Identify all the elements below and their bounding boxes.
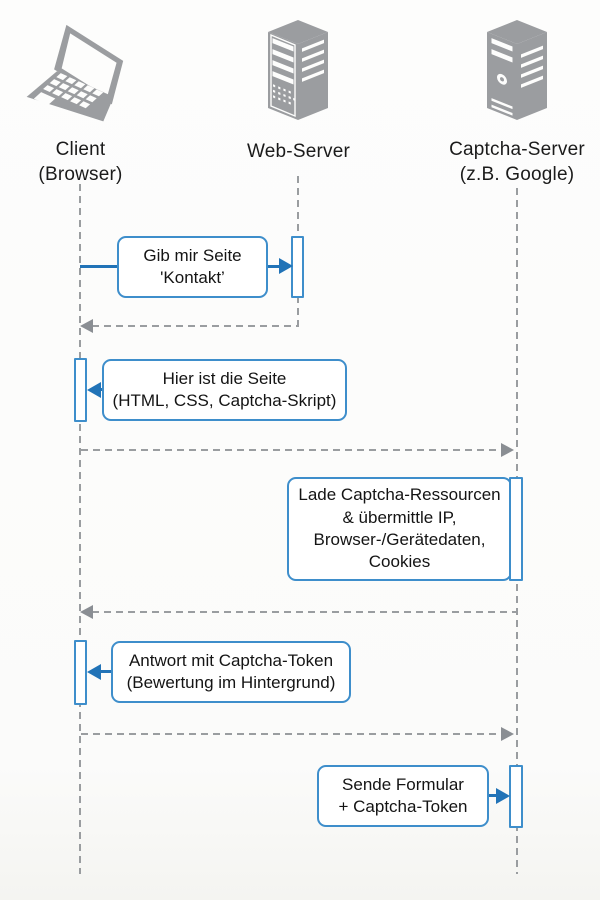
message1-line-right [267,265,280,268]
message2-box: Hier ist die Seite (HTML, CSS, Captcha-S… [102,359,347,421]
message4-box: Antwort mit Captcha-Token (Bewertung im … [111,641,351,703]
activation-client-2 [74,640,87,705]
return2-dashed-line [92,611,517,613]
tower-server-icon [487,20,547,120]
message1-arrowhead-icon [279,258,293,274]
activation-captcha-2 [509,765,523,828]
actor-label-captcha-server: Captcha-Server (z.B. Google) [449,139,585,185]
request2-dashed-line [81,733,502,735]
message5-line [488,794,498,797]
actor-label-web-server: Web-Server [246,141,350,162]
actor-label-client: Client (Browser) [38,139,123,185]
message4-line [99,670,112,673]
request2-arrowhead-icon [501,727,514,741]
lifeline-client [79,184,81,874]
server-rack-icon [268,20,328,120]
laptop-icon [26,24,124,122]
message2-arrowhead-icon [87,382,101,398]
message5-arrowhead-icon [496,788,510,804]
activation-captcha-1 [509,477,523,581]
message1-box: Gib mir Seite 'Kontakt’ [117,236,268,298]
message1-line-left [80,265,117,268]
return1-dashed-line [92,325,298,327]
activation-client-1 [74,358,87,422]
return2-arrowhead-icon [80,605,93,619]
message5-box: Sende Formular + Captcha-Token [317,765,489,827]
return1-arrowhead-icon [80,319,93,333]
request1-dashed-line [81,449,502,451]
message4-arrowhead-icon [87,664,101,680]
request1-arrowhead-icon [501,443,514,457]
message3-box: Lade Captcha-Ressourcen & übermittle IP,… [287,477,512,581]
